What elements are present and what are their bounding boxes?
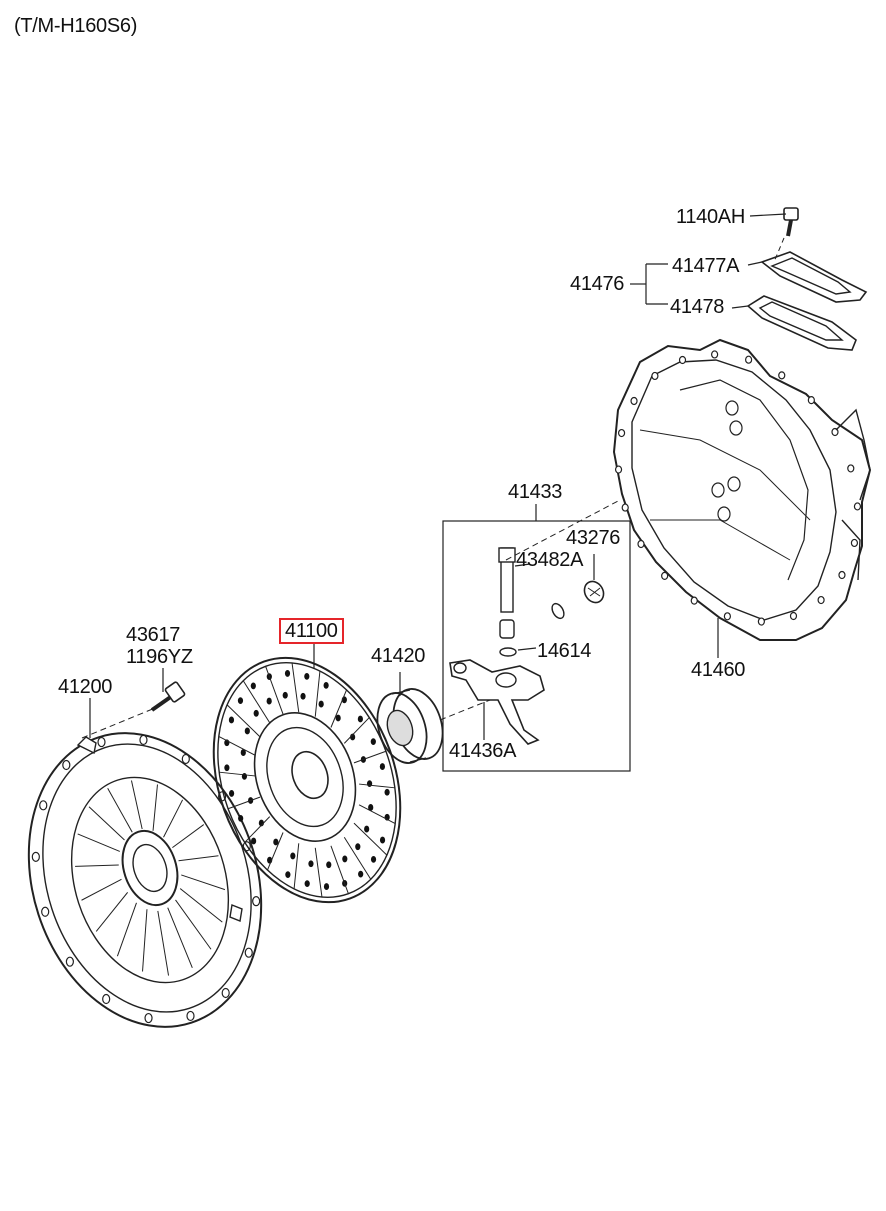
part-label-41436A[interactable]: 41436A <box>449 740 517 762</box>
part-label-14614[interactable]: 14614 <box>537 640 592 662</box>
part-label-1196YZ[interactable]: 1196YZ <box>126 646 193 668</box>
part-label-1140AH[interactable]: 1140AH <box>676 206 745 228</box>
part-label-41476[interactable]: 41476 <box>570 273 625 295</box>
part-label-41477A[interactable]: 41477A <box>672 255 740 277</box>
part-label-41478[interactable]: 41478 <box>670 296 725 318</box>
part-label-43617[interactable]: 43617 <box>126 624 181 646</box>
part-label-43276[interactable]: 43276 <box>566 527 621 549</box>
clutch-disc-drawing <box>212 656 402 904</box>
fork-assembly-box <box>442 499 631 772</box>
clutch-housing-drawing <box>612 338 872 641</box>
part-label-41460[interactable]: 41460 <box>691 659 746 681</box>
release-bearing-drawing <box>376 688 491 764</box>
cover-bolt-drawing <box>81 681 186 739</box>
pressure-plate-drawing <box>27 732 263 1028</box>
part-label-41433[interactable]: 41433 <box>508 481 563 503</box>
part-label-41420[interactable]: 41420 <box>371 645 426 667</box>
leader-lines <box>89 213 787 740</box>
diagram-title: (T/M-H160S6) <box>14 15 138 37</box>
part-label-41200[interactable]: 41200 <box>58 676 113 698</box>
inspection-cover-drawing <box>746 207 868 351</box>
part-label-43482A[interactable]: 43482A <box>516 549 584 571</box>
part-label-41100-highlighted[interactable]: 41100 <box>279 618 344 644</box>
